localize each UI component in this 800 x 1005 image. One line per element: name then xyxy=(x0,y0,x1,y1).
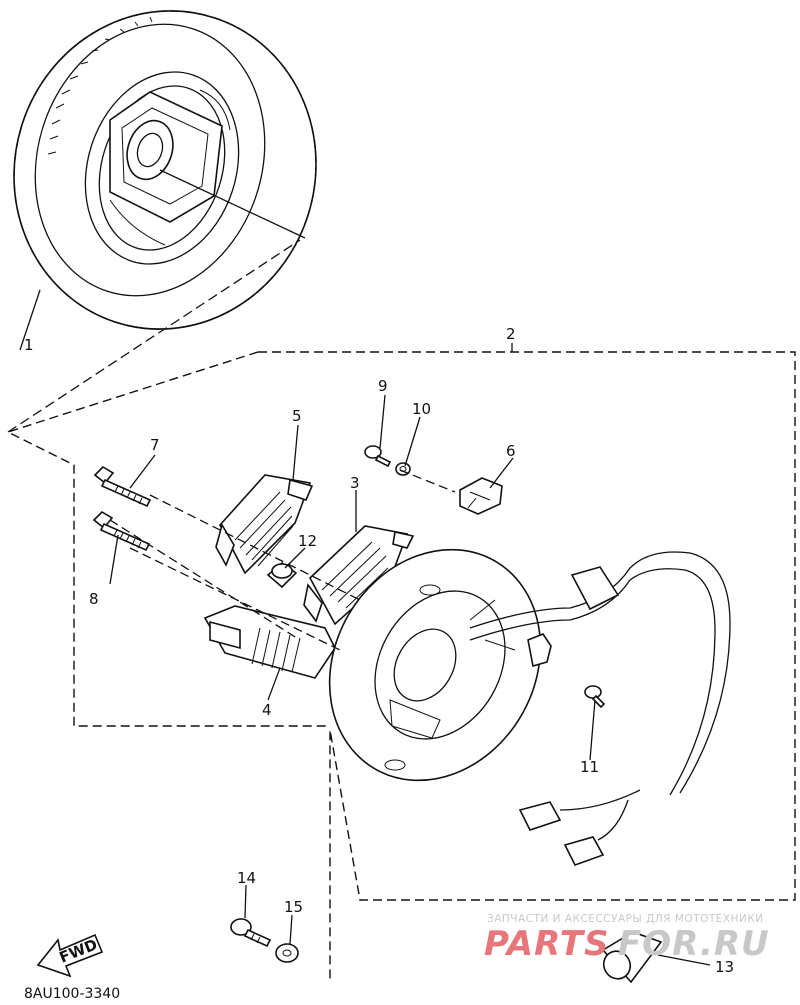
callout-10: 10 xyxy=(412,400,431,418)
callout-14: 14 xyxy=(237,869,256,887)
pickup-coil xyxy=(203,605,336,679)
screw-plate xyxy=(584,685,606,709)
watermark-brand-part1: PARTS xyxy=(484,924,609,964)
callout-2: 2 xyxy=(506,325,516,343)
washer-15 xyxy=(275,943,299,963)
stator-assembly-outline xyxy=(6,169,796,980)
bolt-long-lower xyxy=(92,510,151,552)
charging-coil-upper xyxy=(215,474,314,575)
bolt-14 xyxy=(230,918,272,948)
callout-12: 12 xyxy=(298,532,317,550)
watermark: ЗАПЧАСТИ И АКСЕССУАРЫ ДЛЯ МОТОТЕХНИКИ PA… xyxy=(484,913,770,964)
cap-13 xyxy=(601,931,663,984)
lead-clamp xyxy=(459,477,503,515)
diagram-code: 8AU100-3340 xyxy=(24,986,120,1002)
callout-5: 5 xyxy=(292,407,302,425)
forward-arrow-icon: FWD xyxy=(36,933,104,978)
leader-lines xyxy=(109,343,711,966)
stator-base-plate xyxy=(328,548,552,782)
bolt-long-upper xyxy=(93,465,152,508)
screw-small xyxy=(364,445,392,468)
watermark-brand-part2: FOR.RU xyxy=(618,924,770,964)
charging-coil-lower xyxy=(303,525,415,626)
callout-15: 15 xyxy=(284,898,303,916)
callout-7: 7 xyxy=(150,436,160,454)
wire-harness xyxy=(469,551,731,866)
flywheel-rotor xyxy=(13,10,317,330)
callout-13: 13 xyxy=(715,958,734,976)
watermark-tagline: ЗАПЧАСТИ И АКСЕССУАРЫ ДЛЯ МОТОТЕХНИКИ xyxy=(487,913,764,925)
callout-8: 8 xyxy=(89,590,99,608)
callout-3: 3 xyxy=(350,474,360,492)
callout-11: 11 xyxy=(580,758,599,776)
callout-1: 1 xyxy=(24,336,34,354)
collar xyxy=(266,561,298,589)
callout-6: 6 xyxy=(506,442,516,460)
callout-9: 9 xyxy=(378,377,388,395)
callout-4: 4 xyxy=(262,701,272,719)
